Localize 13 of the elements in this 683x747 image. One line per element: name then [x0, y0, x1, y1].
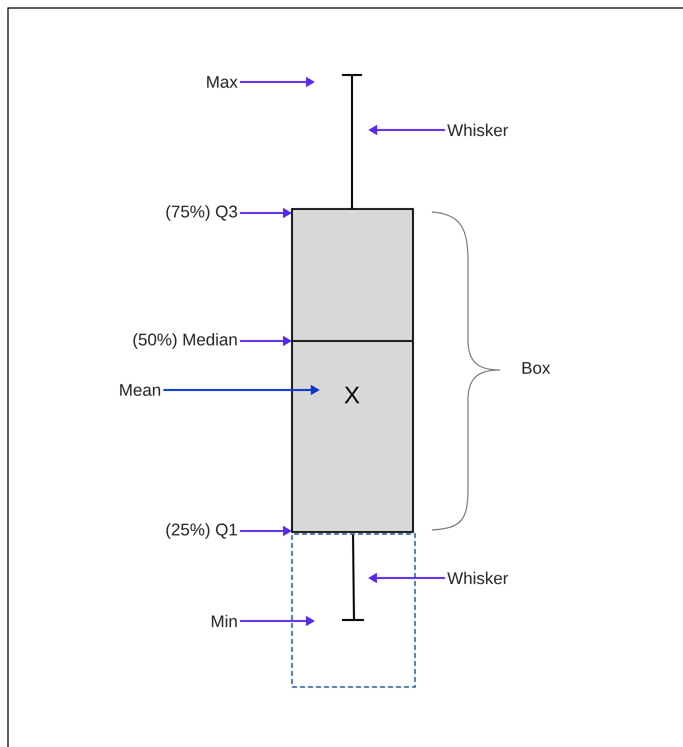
- box-label: Box: [522, 362, 550, 374]
- text-label: Min: [212, 614, 237, 628]
- text-label: Max: [207, 76, 238, 88]
- text-label: (75%) Q3: [166, 205, 238, 221]
- text-label: (50%) Median: [133, 333, 237, 349]
- text-label: Whisker: [447, 572, 508, 584]
- whisker: [341, 74, 363, 210]
- text-label: Whisker: [447, 124, 508, 136]
- mean-marker: X: [344, 386, 360, 404]
- text-label: (25%) Q1: [166, 523, 237, 539]
- dashed-box: [291, 533, 416, 688]
- plot-box: [291, 208, 414, 533]
- text-label: Mean: [120, 384, 160, 396]
